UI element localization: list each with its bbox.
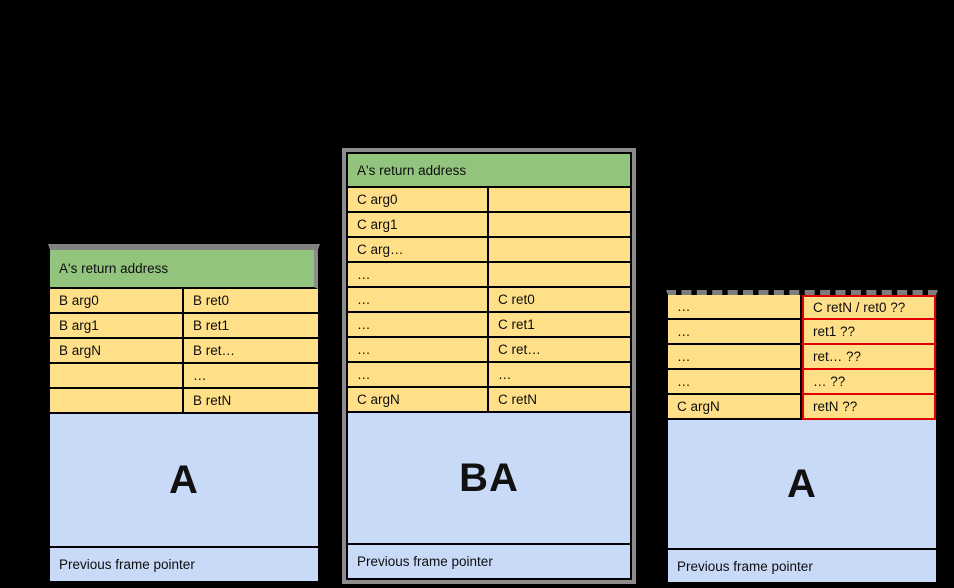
return-address-label: A's return address — [59, 261, 169, 276]
previous-frame-pointer-cell: Previous frame pointer — [668, 550, 936, 582]
stack-row: B arg0 B ret0 — [50, 289, 318, 314]
stack-row: C arg1 — [348, 213, 630, 238]
arg-cell: … — [668, 320, 802, 345]
ret-cell: C ret… — [489, 338, 630, 363]
return-address-header: A's return address — [348, 154, 630, 188]
arg-cell: … — [668, 295, 802, 320]
arg-cell: … — [348, 263, 489, 288]
arg-cell: … — [348, 338, 489, 363]
previous-frame-pointer-cell: Previous frame pointer — [50, 548, 318, 581]
ret-cell: … — [184, 364, 318, 389]
stack-row: C arg… — [348, 238, 630, 263]
stack-row: … C retN / ret0 ?? — [668, 295, 936, 320]
stack-row: B arg1 B ret1 — [50, 314, 318, 339]
stack-row: C arg0 — [348, 188, 630, 213]
stack-table-middle: A's return address C arg0 C arg1 C arg… … — [342, 148, 636, 584]
stack-row: C argN C retN — [348, 388, 630, 413]
arg-cell: C arg… — [348, 238, 489, 263]
arg-cell: … — [348, 288, 489, 313]
stack-row: … … — [348, 363, 630, 388]
ret-cell-highlighted: ret… ?? — [802, 345, 936, 370]
arg-cell: B arg1 — [50, 314, 184, 339]
stack-row: … … ?? — [668, 370, 936, 395]
arg-cell: B argN — [50, 339, 184, 364]
arg-cell: … — [348, 363, 489, 388]
ret-cell-highlighted: retN ?? — [802, 395, 936, 420]
ret-cell-highlighted: … ?? — [802, 370, 936, 395]
arg-cell: … — [668, 370, 802, 395]
stack-row: … ret… ?? — [668, 345, 936, 370]
ret-cell-highlighted: C retN / ret0 ?? — [802, 295, 936, 320]
stack-row: … ret1 ?? — [668, 320, 936, 345]
arg-cell: C argN — [348, 388, 489, 413]
ret-cell — [489, 263, 630, 288]
ret-cell: … — [489, 363, 630, 388]
stack-row: C argN retN ?? — [668, 395, 936, 420]
previous-frame-pointer-cell: Previous frame pointer — [348, 545, 630, 578]
return-address-label: A's return address — [357, 162, 467, 178]
stack-row: … — [348, 263, 630, 288]
return-address-header: A's return address — [50, 250, 318, 289]
frame-owner-cell: BA — [348, 413, 630, 545]
ret-cell — [489, 213, 630, 238]
ret-cell — [489, 238, 630, 263]
ret-cell — [489, 188, 630, 213]
stack-row: … — [50, 364, 318, 389]
arg-cell — [50, 364, 184, 389]
arg-cell: … — [348, 313, 489, 338]
ret-cell: B ret1 — [184, 314, 318, 339]
frame-owner-cell: A — [50, 414, 318, 548]
stack-row: B argN B ret… — [50, 339, 318, 364]
ret-cell: B ret0 — [184, 289, 318, 314]
arg-cell: B arg0 — [50, 289, 184, 314]
arg-cell: C arg0 — [348, 188, 489, 213]
stack-row: B retN — [50, 389, 318, 414]
stack-row: … C ret… — [348, 338, 630, 363]
arg-cell: … — [668, 345, 802, 370]
ret-cell: B ret… — [184, 339, 318, 364]
arg-cell: C argN — [668, 395, 802, 420]
arg-cell: C arg1 — [348, 213, 489, 238]
stack-row: … C ret1 — [348, 313, 630, 338]
ret-cell: B retN — [184, 389, 318, 414]
stack-row: … C ret0 — [348, 288, 630, 313]
ret-cell-highlighted: ret1 ?? — [802, 320, 936, 345]
stack-table-left: A's return address B arg0 B ret0 B arg1 … — [48, 244, 320, 583]
stack-table-right: … C retN / ret0 ?? … ret1 ?? … ret… ?? …… — [666, 290, 938, 584]
ret-cell: C ret1 — [489, 313, 630, 338]
ret-cell: C ret0 — [489, 288, 630, 313]
frame-owner-cell: A — [668, 420, 936, 550]
ret-cell: C retN — [489, 388, 630, 413]
arg-cell — [50, 389, 184, 414]
